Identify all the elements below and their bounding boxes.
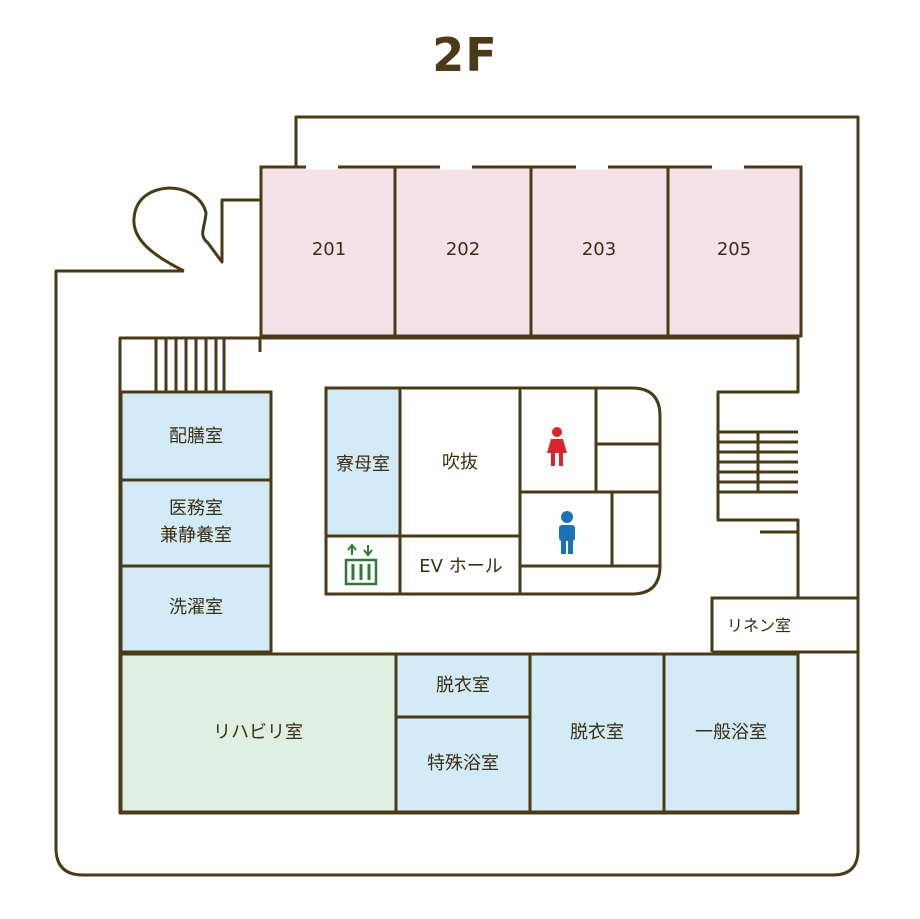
elevator	[324, 534, 402, 596]
room-rehab	[119, 652, 398, 814]
inner-wall-right	[260, 336, 860, 652]
stairs-left	[154, 336, 226, 394]
outer-wall	[54, 115, 860, 877]
round-balcony	[132, 186, 262, 273]
label-tokushu: 特殊浴室	[427, 753, 499, 774]
room-sentaku	[119, 564, 273, 654]
label-room-201: 201	[311, 239, 347, 260]
room-linen	[710, 596, 798, 652]
label-datsui-large: 脱衣室	[570, 722, 624, 743]
stairs-right	[718, 430, 798, 534]
label-imu-line2: 兼静養室	[160, 525, 232, 546]
room-datsui-small	[394, 652, 532, 719]
female-restroom-icon	[547, 427, 567, 466]
room-tokushu	[394, 715, 532, 814]
label-linen: リネン室	[726, 616, 791, 635]
label-ryobo: 寮母室	[336, 454, 390, 475]
void-fukinuke	[398, 386, 522, 538]
label-rehab: リハビリ室	[213, 722, 303, 743]
floor-title: 2F	[432, 28, 498, 82]
label-room-203: 203	[581, 239, 617, 260]
male-restroom-icon	[559, 511, 575, 554]
label-room-202: 202	[445, 239, 481, 260]
label-datsui-small: 脱衣室	[436, 675, 490, 696]
label-imu-line1: 医務室	[169, 498, 223, 519]
label-haizen: 配膳室	[169, 426, 223, 447]
room-ippan	[662, 652, 800, 814]
room-202	[393, 165, 533, 338]
label-fukinuke: 吹抜	[442, 452, 478, 473]
label-ippan: 一般浴室	[695, 722, 767, 743]
label-sentaku: 洗濯室	[169, 597, 223, 618]
room-datsui-large	[528, 652, 666, 814]
elevator-icon	[344, 543, 378, 586]
label-ev-hall: EV ホール	[419, 556, 503, 577]
room-201	[259, 165, 397, 338]
label-room-205: 205	[716, 239, 752, 260]
